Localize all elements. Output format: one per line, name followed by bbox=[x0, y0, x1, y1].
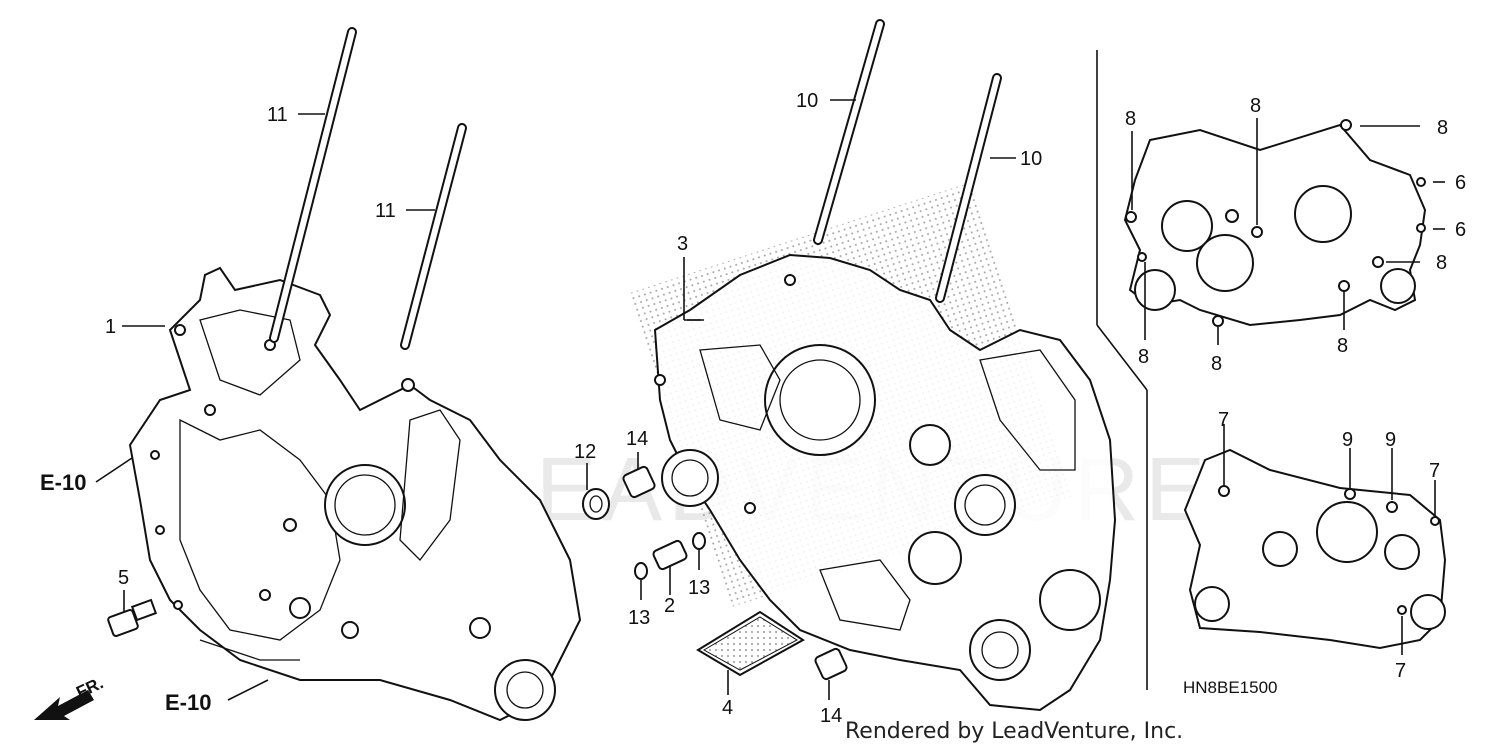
o-ring-13-left[interactable] bbox=[634, 562, 648, 580]
stud-bolt-11-left[interactable] bbox=[269, 27, 357, 343]
stud-bolt-10-left[interactable] bbox=[813, 19, 885, 245]
callout-9: 9 bbox=[1385, 429, 1396, 451]
callout-8: 8 bbox=[1211, 353, 1222, 375]
render-credit: Rendered by LeadVenture, Inc. bbox=[845, 719, 1183, 744]
callout-14: 14 bbox=[626, 428, 648, 450]
callout-8: 8 bbox=[1437, 117, 1448, 139]
left-crankcase-half[interactable] bbox=[128, 266, 582, 722]
callout-8: 8 bbox=[1250, 95, 1261, 117]
callout-13: 13 bbox=[688, 577, 710, 599]
callout-13: 13 bbox=[628, 607, 650, 629]
callout-8: 8 bbox=[1436, 252, 1447, 274]
callout-4: 4 bbox=[722, 697, 733, 719]
leader-lines bbox=[95, 99, 1445, 701]
stud-bolt-10-right[interactable] bbox=[935, 73, 1002, 303]
callout-11: 11 bbox=[375, 200, 396, 222]
callout-1: 1 bbox=[105, 316, 116, 338]
callout-7: 7 bbox=[1395, 660, 1406, 682]
callout-5: 5 bbox=[118, 567, 129, 589]
callout-10: 10 bbox=[1020, 148, 1042, 170]
callout-8: 8 bbox=[1138, 346, 1149, 368]
gasket-bottom-view[interactable] bbox=[1183, 448, 1447, 650]
callout-9: 9 bbox=[1342, 429, 1353, 451]
callout-11: 11 bbox=[267, 104, 288, 126]
o-ring-13-right[interactable] bbox=[692, 532, 706, 550]
dowel-pin-14-upper[interactable] bbox=[622, 465, 656, 499]
reference-e10-lower: E-10 bbox=[165, 690, 211, 715]
dowel-pin-2[interactable] bbox=[652, 539, 688, 571]
reference-e10-upper: E-10 bbox=[40, 470, 86, 495]
oil-strainer-4[interactable] bbox=[696, 610, 805, 677]
front-direction-arrow-icon: FR. bbox=[34, 673, 106, 720]
callout-8: 8 bbox=[1125, 108, 1136, 130]
right-crankcase-half[interactable] bbox=[627, 182, 1117, 712]
callout-3: 3 bbox=[677, 233, 688, 255]
dowel-pin-14-lower[interactable] bbox=[814, 647, 848, 681]
stud-bolt-11-right[interactable] bbox=[400, 123, 467, 350]
callout-12: 12 bbox=[574, 441, 596, 463]
oil-seal-12[interactable] bbox=[582, 488, 610, 520]
callout-8: 8 bbox=[1337, 335, 1348, 357]
diagram-code: HN8BE1500 bbox=[1183, 678, 1278, 697]
gasket-top-view[interactable] bbox=[1123, 119, 1427, 327]
callout-labels: 1 11 11 10 10 3 12 14 2 13 13 4 14 5 8 8… bbox=[105, 90, 1466, 727]
callout-2: 2 bbox=[664, 595, 675, 617]
callout-6: 6 bbox=[1455, 219, 1466, 241]
callout-7: 7 bbox=[1218, 409, 1229, 431]
callout-6: 6 bbox=[1455, 172, 1466, 194]
callout-7: 7 bbox=[1429, 460, 1440, 482]
drain-bolt-5[interactable] bbox=[107, 598, 158, 637]
callout-10: 10 bbox=[796, 90, 818, 112]
callout-14: 14 bbox=[820, 705, 842, 727]
